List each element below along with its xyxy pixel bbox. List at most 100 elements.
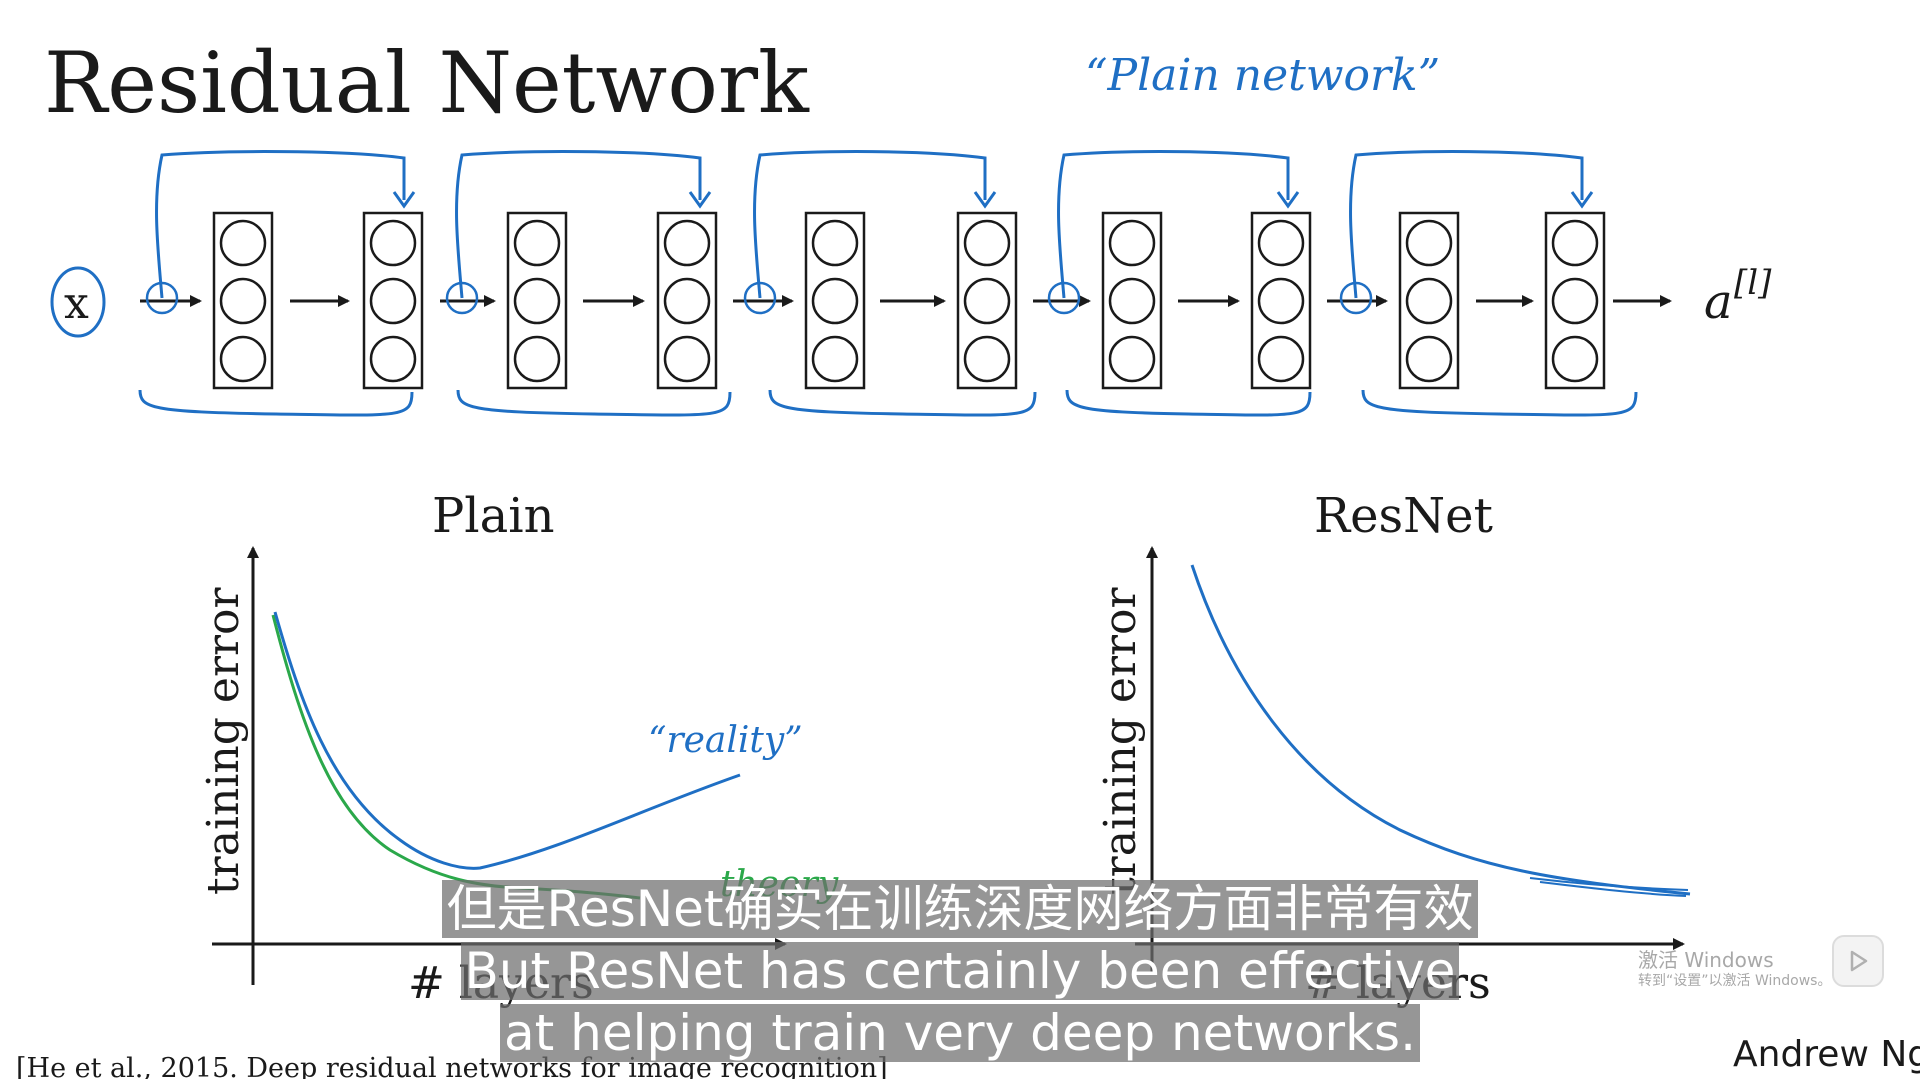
block-brace — [1361, 389, 1638, 417]
block-brace — [138, 389, 414, 417]
add-node — [445, 281, 479, 315]
input-label: x — [64, 278, 89, 329]
skip-connection — [1349, 150, 1584, 299]
neuron — [1551, 277, 1599, 325]
resnet-ylabel: training error — [1095, 586, 1146, 895]
neuron — [1551, 219, 1599, 267]
play-icon — [1850, 950, 1868, 972]
neuron — [1405, 277, 1453, 325]
layer-6 — [956, 211, 1018, 390]
neuron — [811, 277, 859, 325]
layer-box — [1544, 211, 1606, 390]
resnet-curve — [1190, 564, 1691, 896]
skip-arrowhead — [973, 191, 997, 209]
neuron — [513, 277, 561, 325]
neuron — [811, 219, 859, 267]
layer-2 — [362, 211, 424, 390]
reality-annotation: “reality” — [648, 720, 803, 761]
neuron — [663, 277, 711, 325]
neuron — [1257, 219, 1305, 267]
layer-box — [1398, 211, 1460, 390]
windows-activation-watermark: 激活 Windows 转到“设置”以激活 Windows。 — [1638, 948, 1831, 990]
neuron — [219, 335, 267, 383]
neuron — [513, 335, 561, 383]
layer-box — [804, 211, 866, 390]
neuron — [1257, 277, 1305, 325]
plain-reality-curve — [273, 611, 741, 870]
skip-connection — [155, 150, 406, 299]
neuron — [963, 335, 1011, 383]
neuron — [1405, 335, 1453, 383]
neuron — [369, 219, 417, 267]
layer-9 — [1398, 211, 1460, 390]
neuron — [513, 219, 561, 267]
neuron — [1551, 335, 1599, 383]
neuron — [369, 277, 417, 325]
theory-annotation: theory — [720, 864, 839, 905]
plain-xlabel: # layers — [408, 958, 594, 1009]
output-label-group: a [l] — [1704, 263, 1772, 330]
play-button[interactable] — [1832, 935, 1884, 987]
neuron — [219, 277, 267, 325]
neuron — [1405, 219, 1453, 267]
watermark-line1: 激活 Windows — [1638, 948, 1774, 972]
layer-box — [656, 211, 718, 390]
output-superscript: [l] — [1734, 263, 1772, 303]
resnet-plot-title: ResNet — [1314, 488, 1493, 544]
layer-7 — [1101, 211, 1163, 390]
neuron — [1257, 335, 1305, 383]
resnet-xlabel: # layers — [1305, 958, 1491, 1009]
skip-arrowhead — [392, 191, 416, 209]
skip-connection — [1057, 150, 1290, 299]
layer-4 — [656, 211, 718, 390]
block-brace — [768, 389, 1037, 417]
slide-title: Residual Network — [44, 34, 810, 132]
resnet-curve-scribble — [1529, 877, 1689, 897]
layer-10 — [1544, 211, 1606, 390]
neuron — [1108, 335, 1156, 383]
plain-network-note: “Plain network” — [1085, 50, 1440, 101]
layer-1 — [212, 211, 274, 390]
add-node — [743, 281, 777, 315]
neuron — [963, 277, 1011, 325]
skip-arrowhead — [1276, 191, 1300, 209]
skip-connection — [753, 150, 987, 299]
add-node — [1047, 281, 1081, 315]
neuron — [219, 219, 267, 267]
neuron — [663, 335, 711, 383]
author-signature: Andrew Ng — [1733, 1034, 1920, 1075]
layer-box — [1101, 211, 1163, 390]
block-brace — [456, 389, 732, 417]
citation: [He et al., 2015. Deep residual networks… — [16, 1053, 888, 1079]
neuron — [963, 219, 1011, 267]
layer-5 — [804, 211, 866, 390]
plain-plot: Plain training error # layers “reality” … — [198, 488, 839, 1009]
layer-box — [212, 211, 274, 390]
add-node — [1339, 281, 1373, 315]
layer-box — [362, 211, 424, 390]
skip-connections — [145, 150, 1594, 315]
neuron — [369, 335, 417, 383]
output-label: a — [1704, 274, 1733, 330]
network-layers — [212, 211, 1606, 390]
layer-box — [956, 211, 1018, 390]
input-node: x — [50, 266, 106, 338]
residual-block-braces — [138, 389, 1638, 417]
layer-box — [1250, 211, 1312, 390]
block-brace — [1065, 389, 1312, 417]
plain-ylabel: training error — [198, 586, 249, 895]
skip-arrowhead — [1570, 191, 1594, 209]
skip-connection — [455, 150, 702, 299]
skip-arrowhead — [688, 191, 712, 209]
neuron — [1108, 219, 1156, 267]
resnet-plot: ResNet training error # layers — [1095, 488, 1691, 1009]
neuron — [811, 335, 859, 383]
layer-3 — [506, 211, 568, 390]
watermark-line2: 转到“设置”以激活 Windows。 — [1638, 973, 1832, 989]
layer-8 — [1250, 211, 1312, 390]
add-node — [145, 281, 179, 315]
neuron — [663, 219, 711, 267]
neuron — [1108, 277, 1156, 325]
layer-box — [506, 211, 568, 390]
